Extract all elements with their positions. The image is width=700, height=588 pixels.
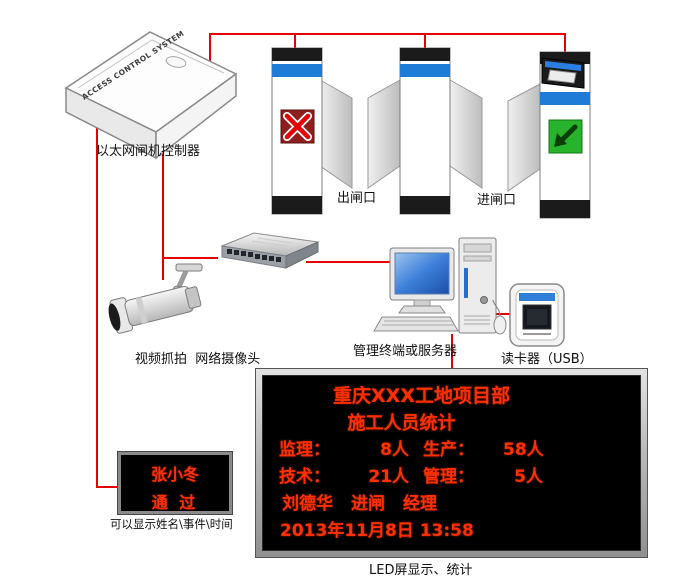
- wing: [507, 83, 541, 192]
- led-caption: LED屏显示、统计: [369, 563, 473, 578]
- event-name: 刘德华: [282, 494, 333, 514]
- led-event-row: 刘德华 进闸 经理: [263, 491, 640, 518]
- network-switch: [220, 232, 320, 269]
- cable-lines: [96, 33, 566, 488]
- controller-button: [165, 56, 187, 68]
- stat-value: 58人: [503, 440, 544, 460]
- stat-label: 技术：: [279, 467, 330, 487]
- wing: [367, 79, 401, 189]
- usb-card-reader-device: [509, 283, 565, 347]
- led-stats-row-1: 监理： 8人 生产： 58人: [263, 437, 640, 464]
- mouse: [492, 299, 507, 335]
- middle-gate-pillar: [399, 47, 451, 215]
- monitor: [389, 247, 455, 314]
- mini-led-caption: 可以显示姓名\事件\时间: [110, 517, 233, 531]
- mini-led-status: 通 过: [151, 493, 199, 512]
- led-display-frame: 重庆XXX工地项目部 施工人员统计 监理： 8人 生产： 58人 技术： 21人…: [255, 368, 648, 558]
- led-title: 重庆XXX工地项目部: [333, 385, 510, 407]
- exit-gate-label: 出闸口: [337, 191, 377, 206]
- led-screen: 重庆XXX工地项目部 施工人员统计 监理： 8人 生产： 58人 技术： 21人…: [262, 375, 641, 551]
- mini-led-name: 张小冬: [150, 465, 199, 484]
- stat-label: 管理：: [423, 467, 474, 487]
- cable-controller-to-gates: [209, 33, 566, 64]
- stat-value: 21人: [368, 467, 409, 487]
- computer-tower: [458, 237, 497, 334]
- camera-label: 视频抓拍 网络摄像头: [135, 352, 261, 367]
- stat-label: 生产：: [423, 440, 474, 460]
- entry-gate-pillar: [539, 51, 591, 219]
- pillar-card-reader-icon: [541, 57, 585, 89]
- event-action: 进闸: [351, 494, 385, 514]
- wing: [319, 79, 353, 189]
- stat-value: 5人: [514, 467, 543, 487]
- led-datetime: 2013年11月8日 13:58: [280, 521, 474, 541]
- led-subtitle: 施工人员统计: [347, 413, 456, 434]
- cctv-camera-icon: [108, 263, 203, 334]
- event-role: 经理: [403, 494, 437, 514]
- led-stats-row-2: 技术： 21人 管理： 5人: [263, 464, 640, 491]
- switch-ports: [227, 249, 281, 262]
- cable-controller-to-mini-led: [96, 118, 118, 488]
- stat-label: 监理：: [279, 440, 330, 460]
- entry-arrow-icon: [548, 119, 583, 154]
- controller-label: 以太网闸机控制器: [96, 144, 201, 159]
- keyboard: [373, 316, 459, 332]
- entry-gate-label: 进闸口: [477, 193, 517, 208]
- mini-led-display: 张小冬 通 过: [118, 452, 232, 514]
- management-terminal: [373, 237, 507, 335]
- exit-gate-pillar: [271, 47, 323, 215]
- no-entry-icon: [280, 109, 315, 144]
- wing: [449, 79, 483, 189]
- card-reader-label: 读卡器（USB）: [501, 352, 593, 367]
- server-label: 管理终端或服务器: [353, 344, 458, 359]
- stat-value: 8人: [380, 440, 409, 460]
